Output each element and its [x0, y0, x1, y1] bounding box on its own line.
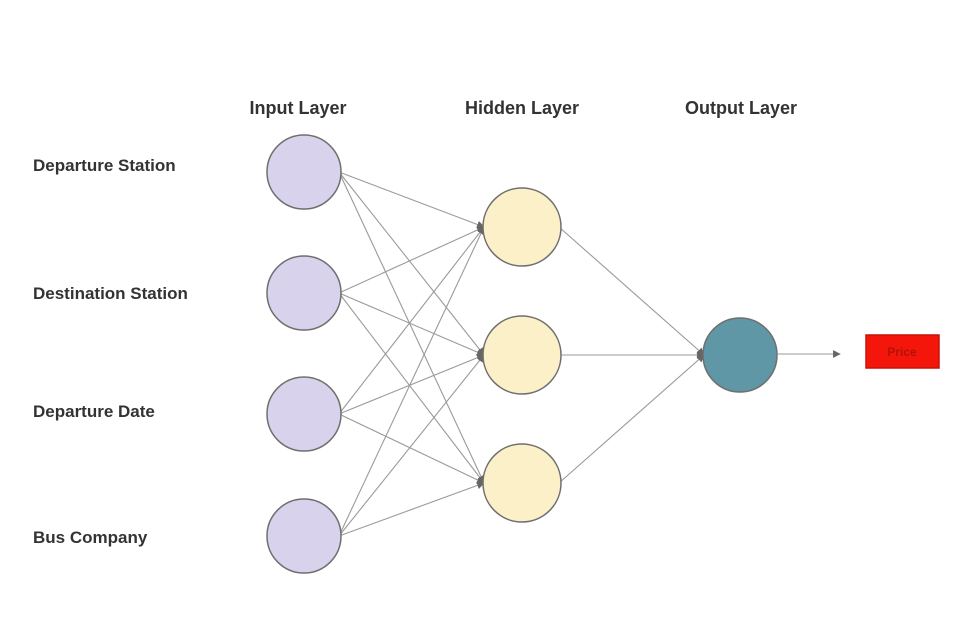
input-node-4	[266, 498, 342, 574]
edge-input-4-hidden-2	[338, 354, 485, 537]
input-node-2	[266, 255, 342, 331]
input-node-3	[266, 376, 342, 452]
edge-input-1-hidden-3	[338, 171, 485, 484]
output-node-1	[702, 317, 778, 393]
edge-input-1-hidden-1	[338, 171, 485, 229]
edge-input-2-hidden-1	[338, 226, 485, 294]
input-label-departure-station: Departure Station	[33, 156, 176, 175]
input-node-1	[266, 134, 342, 210]
edge-input-3-hidden-3	[338, 413, 485, 484]
edge-hidden-1-output-1	[558, 226, 705, 356]
edge-input-2-hidden-2	[338, 292, 485, 356]
hidden-node-2	[482, 315, 562, 395]
edge-input-3-hidden-2	[338, 354, 485, 415]
hidden-layer-title: Hidden Layer	[465, 98, 579, 118]
input-label-departure-date: Departure Date	[33, 402, 155, 421]
input-layer-title: Input Layer	[249, 98, 346, 118]
edge-input-4-hidden-3	[338, 481, 485, 537]
price-output-box	[865, 334, 940, 369]
edge-input-4-hidden-1	[338, 226, 485, 537]
edge-input-2-hidden-3	[338, 292, 485, 484]
network-nodes	[266, 134, 778, 574]
edge-hidden-3-output-1	[558, 354, 705, 484]
price-output-label: Price	[887, 345, 917, 359]
input-label-bus-company: Bus Company	[33, 528, 148, 547]
edge-input-3-hidden-1	[338, 226, 485, 415]
hidden-node-1	[482, 187, 562, 267]
connection-edges	[338, 171, 705, 537]
input-label-destination-station: Destination Station	[33, 284, 188, 303]
output-layer-title: Output Layer	[685, 98, 797, 118]
hidden-node-3	[482, 443, 562, 523]
edge-input-1-hidden-2	[338, 171, 485, 356]
